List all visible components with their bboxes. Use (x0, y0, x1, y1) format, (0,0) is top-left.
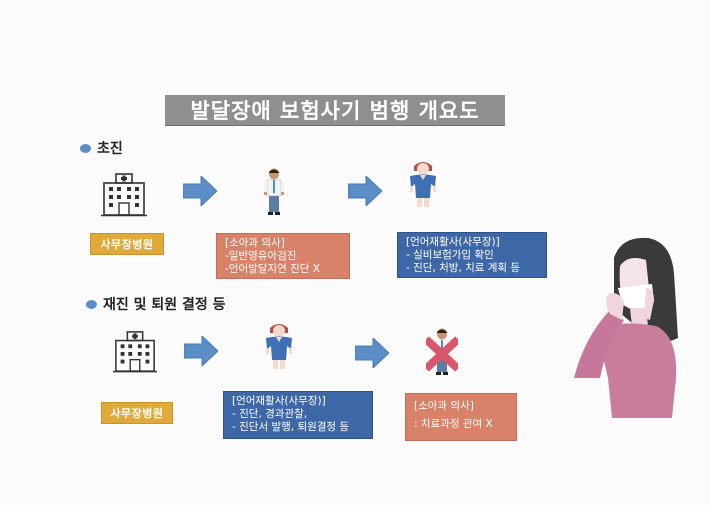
arrow-right-icon (348, 176, 382, 206)
hospital-label: 사무장병원 (90, 233, 164, 255)
arrow-right-icon (183, 176, 217, 206)
masked-woman-icon (566, 228, 706, 418)
box-line: - 진단, 경과관찰, (232, 408, 308, 420)
box-line: -일반영유아검진 (225, 250, 297, 262)
page-title: 발달장애 보험사기 범행 개요도 (165, 95, 505, 126)
hospital-icon (112, 330, 158, 374)
box-line: - 진단서 발행, 퇴원결정 등 (232, 421, 350, 433)
arrow-right-icon (355, 338, 389, 368)
box-line: [언어재활사(사무장)] (232, 395, 326, 407)
bullet-icon (80, 143, 91, 153)
hospital-label: 사무장병원 (101, 402, 173, 424)
box-line: [언어재활사(사무장)] (406, 236, 500, 248)
female-therapist-icon (406, 160, 440, 210)
pediatrician-info-box: [소아과 의사] -일반영유아검진 -언어발달지연 진단 X (216, 233, 350, 279)
therapist-info-box: [언어재활사(사무장)] - 실비보험가입 확인 - 진단, 처방, 치료 계획… (397, 232, 547, 278)
box-line: - 진단, 처방, 치료 계획 등 (406, 262, 521, 274)
bullet-icon (86, 299, 97, 309)
box-line: : 치료과정 관여 X (414, 418, 493, 430)
pediatrician-info-box: [소아과 의사] : 치료과정 관여 X (405, 393, 517, 441)
box-line: [소아과 의사] (414, 400, 474, 412)
title-text: 발달장애 보험사기 범행 개요도 (190, 99, 480, 123)
arrow-right-icon (184, 336, 218, 366)
box-line: -언어발달지연 진단 X (225, 263, 320, 275)
female-therapist-icon (262, 322, 296, 372)
box-line: - 실비보험가입 확인 (406, 249, 494, 261)
section-heading-followup: 재진 및 퇴원 결정 등 (86, 294, 226, 314)
box-line: [소아과 의사] (225, 237, 285, 249)
male-doctor-crossed-icon (426, 328, 458, 378)
hospital-icon (100, 172, 148, 218)
therapist-info-box: [언어재활사(사무장)] - 진단, 경과관찰, - 진단서 발행, 퇴원결정 … (223, 391, 373, 439)
male-doctor-icon (262, 168, 286, 218)
section-heading-initial: 초진 (80, 138, 123, 158)
